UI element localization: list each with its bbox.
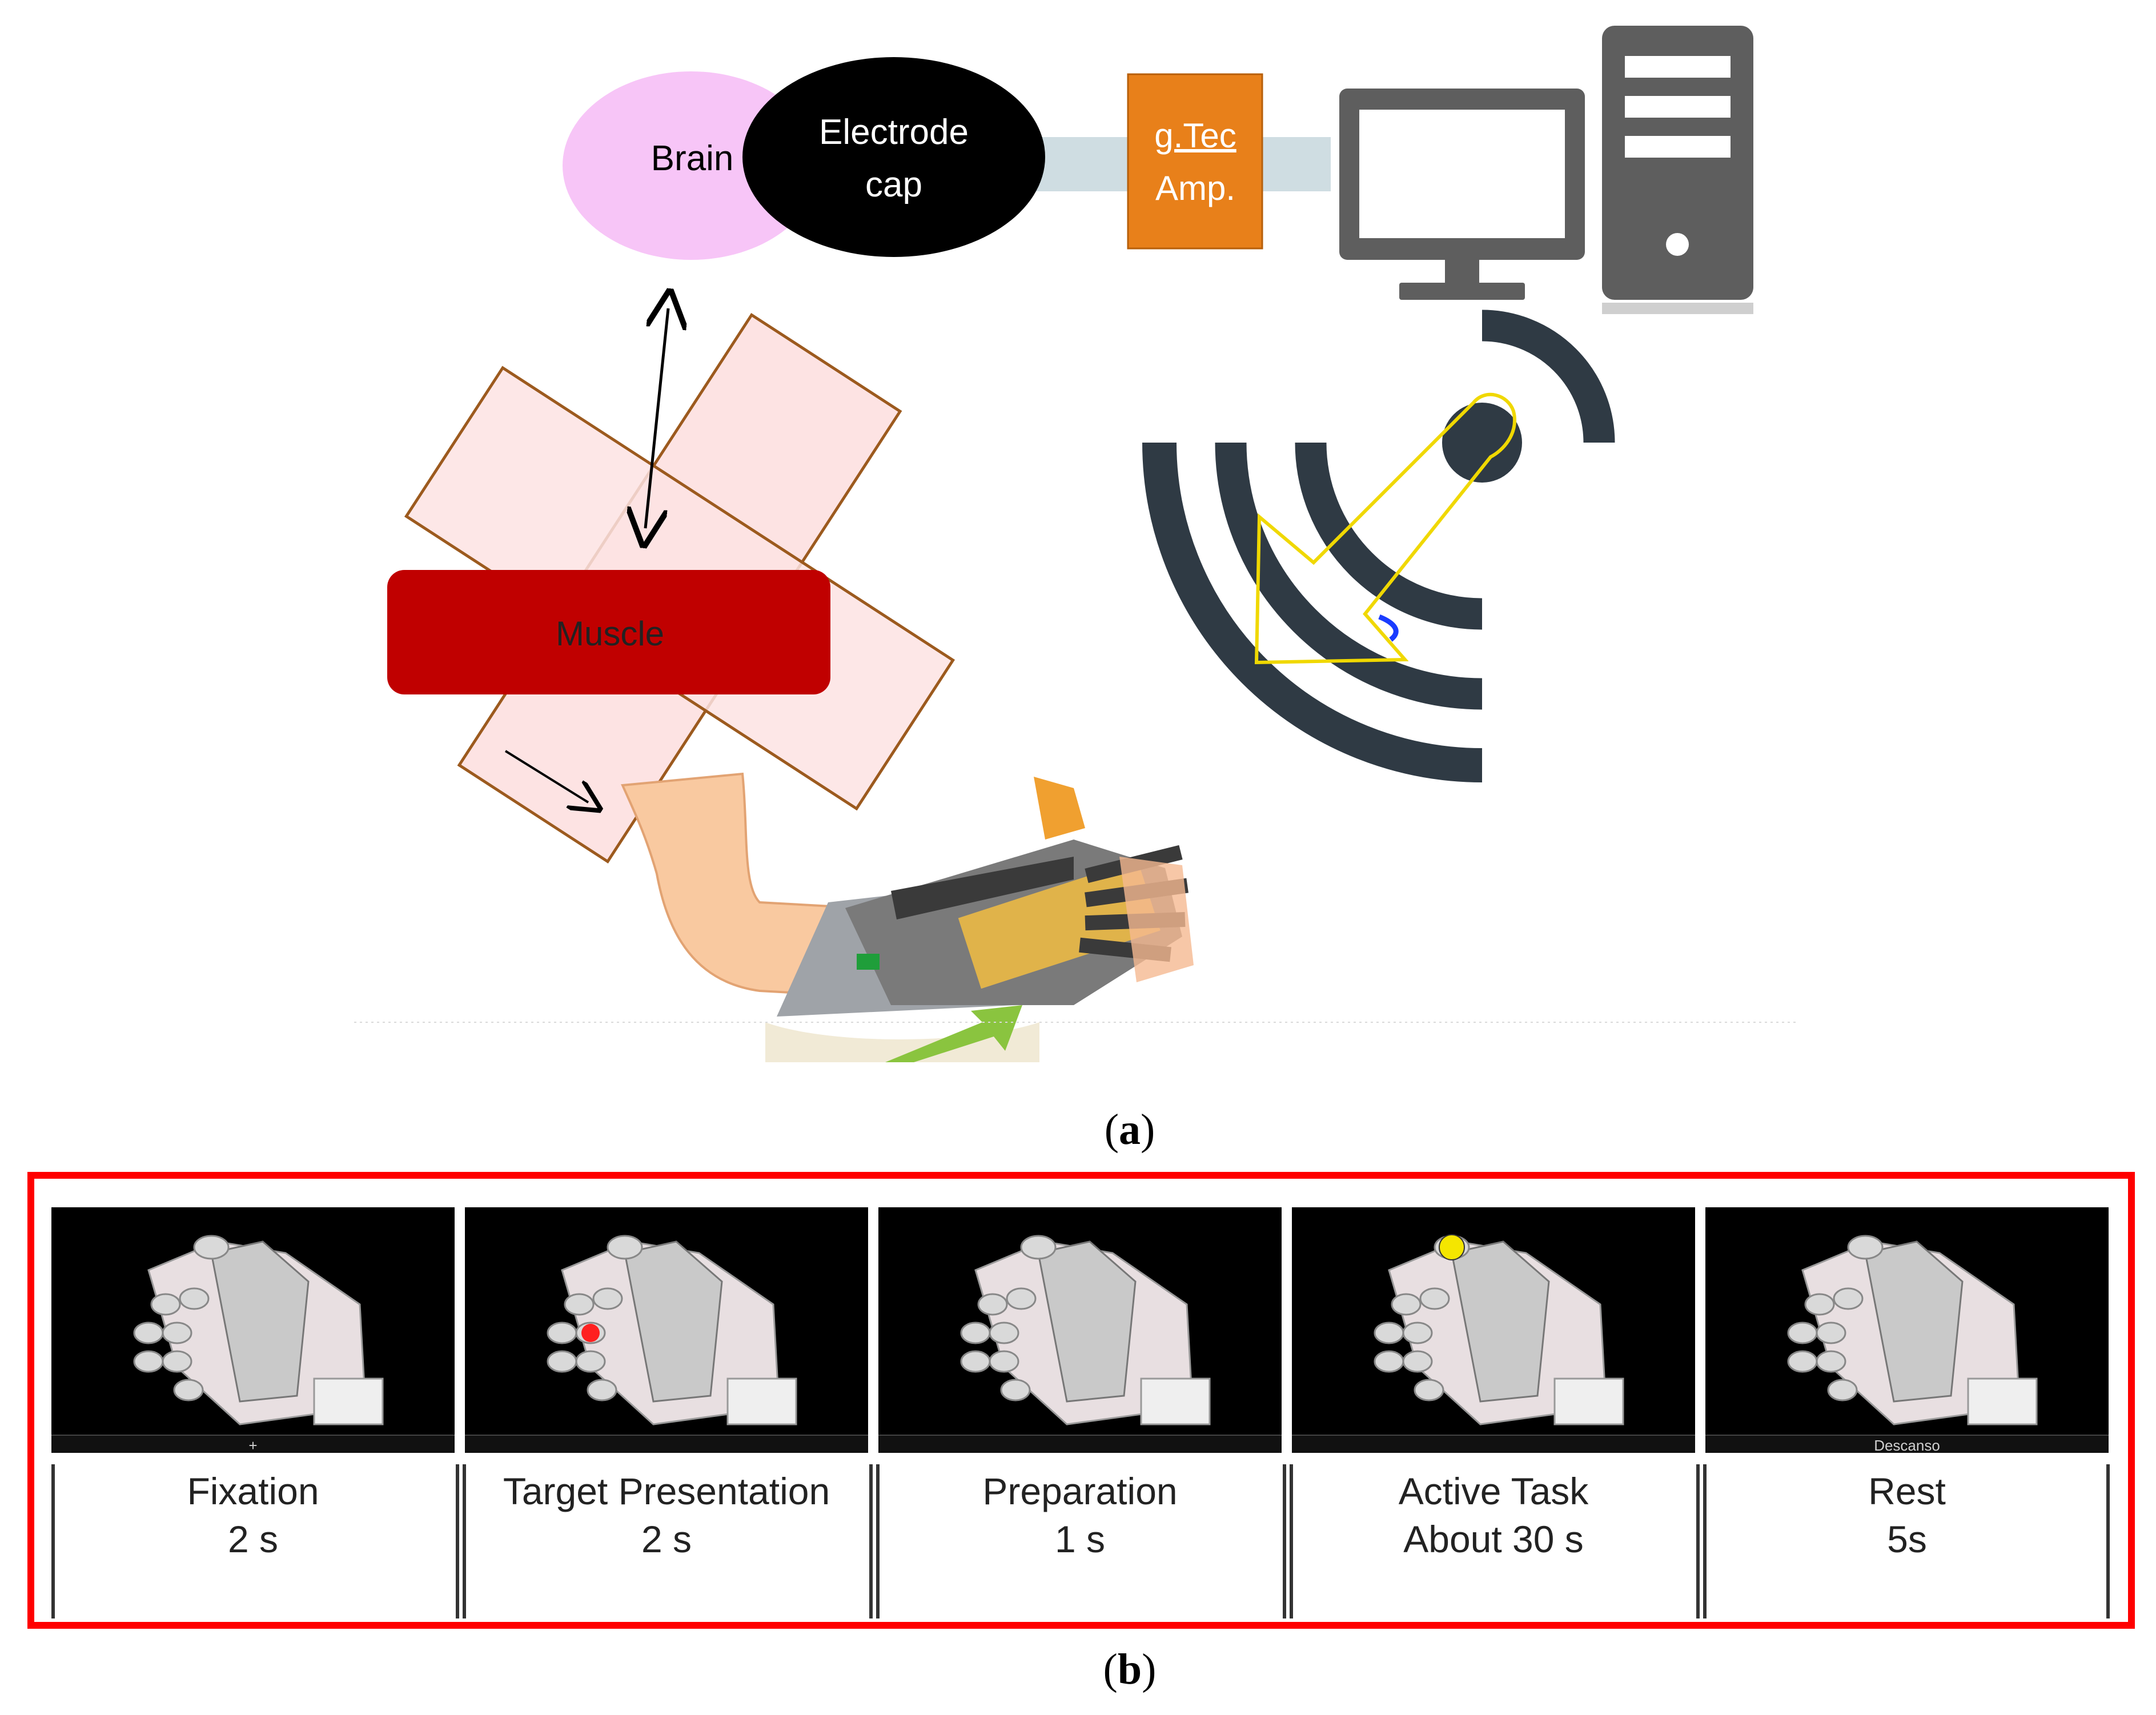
phase-name: Active Task <box>1398 1470 1589 1512</box>
phase-bar <box>465 1435 868 1453</box>
phase-screen <box>465 1207 868 1447</box>
phase-rest: Descanso Rest 5s <box>1705 1207 2109 1607</box>
timeline-separator <box>51 1464 55 1618</box>
trial-timeline: + Fixation 2 s <box>27 1172 2135 1629</box>
wifi-icon <box>1142 310 1615 782</box>
phase-name: Rest <box>1868 1470 1946 1512</box>
phase-bar: + <box>51 1435 455 1454</box>
timeline-separator <box>1696 1464 1700 1618</box>
timeline-separator <box>1703 1464 1707 1618</box>
amplifier-box <box>1127 73 1263 250</box>
phase-name: Preparation <box>982 1470 1178 1512</box>
timeline-separator <box>876 1464 880 1618</box>
timeline-separator <box>456 1464 459 1618</box>
phase-screen <box>1292 1207 1695 1447</box>
electrode-cap-ellipse <box>742 57 1045 257</box>
phase-screen <box>878 1207 1282 1447</box>
exoskeleton-hand-image <box>960 1235 1211 1425</box>
amp-label-line2: Amp. <box>1155 169 1235 207</box>
computer-monitor-icon <box>1339 89 1585 300</box>
phase-label: Rest 5s <box>1705 1467 2109 1563</box>
computer-tower-icon <box>1602 26 1753 314</box>
panel-a-label-open: ( <box>1104 1106 1119 1154</box>
phase-bar-text: Descanso <box>1874 1437 1940 1454</box>
exoskeleton-hand-image <box>133 1235 384 1425</box>
exoskeleton-hand-image <box>1787 1235 2038 1425</box>
brain-label: Brain <box>651 139 734 178</box>
phase-duration: 2 s <box>641 1518 692 1560</box>
phase-name: Target Presentation <box>503 1470 830 1512</box>
phase-label: Target Presentation 2 s <box>465 1467 868 1563</box>
muscle-label: Muscle <box>556 614 664 653</box>
phase-duration: 1 s <box>1054 1518 1106 1560</box>
amp-label-line1: g.Tec <box>1154 117 1236 155</box>
phase-duration: 2 s <box>227 1518 279 1560</box>
phase-duration: 5s <box>1887 1518 1927 1560</box>
phase-bar <box>878 1435 1282 1453</box>
timeline-separator <box>2106 1464 2110 1618</box>
panel-a-label-letter: a <box>1119 1106 1141 1154</box>
panel-b-label-open: ( <box>1103 1645 1118 1693</box>
cable-connector-1 <box>1028 137 1131 191</box>
blue-mark <box>1378 614 1399 642</box>
phase-bar <box>1292 1435 1695 1453</box>
phase-fixation: + Fixation 2 s <box>51 1207 455 1607</box>
panel-a-label-close: ) <box>1141 1106 1155 1154</box>
target-marker <box>581 1324 600 1342</box>
exoskeleton-hand-image <box>1374 1234 1624 1425</box>
panel-b-label-close: ) <box>1142 1645 1157 1693</box>
phase-screen <box>51 1207 455 1447</box>
timeline-separator <box>1290 1464 1293 1618</box>
brain-muscle-arrow <box>645 308 668 528</box>
phase-label: Active Task About 30 s <box>1292 1467 1695 1563</box>
panel-b-label: (b) <box>1044 1645 1215 1694</box>
timeline-separator <box>869 1464 873 1618</box>
panel-a-diagram: Brain Electrode cap g.Tec Amp. <box>354 26 1799 1062</box>
muscle-box <box>387 570 830 694</box>
phase-bar: Descanso <box>1705 1435 2109 1454</box>
timeline-separator <box>1283 1464 1286 1618</box>
phase-label: Preparation 1 s <box>878 1467 1282 1563</box>
smiley-face-icon <box>1439 1234 1465 1260</box>
panel-b-label-letter: b <box>1117 1645 1142 1693</box>
phase-target-presentation: Target Presentation 2 s <box>465 1207 868 1607</box>
panel-a-label: (a) <box>1044 1105 1215 1155</box>
yellow-hand-outline <box>1254 392 1516 665</box>
hand-exoskeleton-illustration <box>765 777 1194 1062</box>
phase-label: Fixation 2 s <box>51 1467 455 1563</box>
exoskeleton-hand-image <box>547 1235 797 1425</box>
cap-label-line2: cap <box>865 165 922 204</box>
phase-bar-text: + <box>248 1437 258 1454</box>
cap-label-line1: Electrode <box>819 113 969 152</box>
phase-preparation: Preparation 1 s <box>878 1207 1282 1607</box>
cable-connector-2 <box>1256 137 1331 191</box>
phase-active-task: Active Task About 30 s <box>1292 1207 1695 1607</box>
phase-name: Fixation <box>187 1470 319 1512</box>
forearm-arrow <box>504 750 588 802</box>
phase-duration: About 30 s <box>1403 1518 1584 1560</box>
timeline-separator <box>463 1464 466 1618</box>
phase-screen <box>1705 1207 2109 1447</box>
